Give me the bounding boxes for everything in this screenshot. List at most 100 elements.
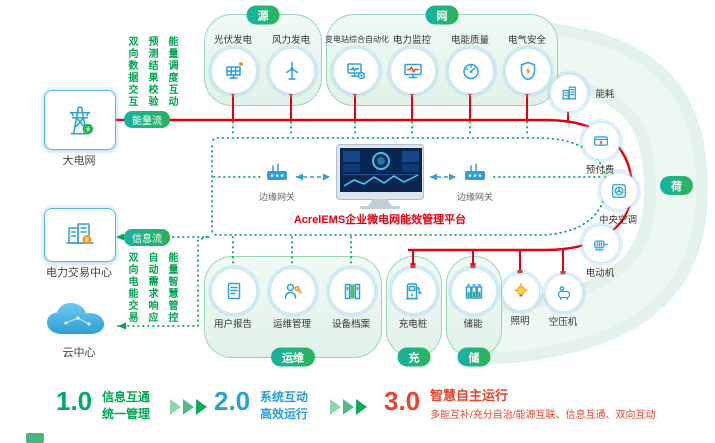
ems-dashboard-screen — [340, 148, 422, 192]
trading-center-card: ¥ — [44, 208, 116, 262]
source-badge: 源 — [246, 5, 280, 25]
note-smart-energy-control: 能量智慧管控 — [166, 252, 177, 324]
item-label: 运维管理 — [272, 319, 311, 330]
item-label: 空压机 — [548, 317, 578, 328]
chevron-icon — [196, 399, 207, 415]
wind-turbine-icon — [285, 61, 299, 80]
transmission-tower-icon — [69, 106, 94, 135]
substation-automation-icon — [347, 63, 366, 80]
note-bidirectional-trade: 双向电能交易 — [126, 252, 137, 324]
item-label: 能耗 — [595, 89, 615, 100]
item-label: 中央空调 — [598, 215, 637, 226]
cloud-center-label: 云中心 — [62, 347, 96, 359]
legend-1-line1: 信息互通 — [102, 390, 151, 404]
node-energy-storage — [451, 268, 497, 314]
chevron-icon — [170, 399, 181, 415]
power-monitoring-icon — [404, 63, 422, 79]
trading-building-icon: ¥ — [66, 223, 94, 244]
node-power-quality — [448, 48, 494, 94]
energy-storage-icon — [465, 284, 483, 299]
edge-gateway-icon — [267, 163, 287, 180]
node-substation — [333, 48, 379, 94]
node-om-management — [270, 268, 316, 314]
item-label: 储能 — [463, 319, 483, 330]
item-label: 光伏发电 — [213, 35, 252, 46]
node-solar — [211, 48, 257, 94]
decorative-corner-shape — [26, 433, 44, 443]
cloud-icon — [47, 302, 105, 334]
node-central-ac — [600, 172, 638, 210]
legend-version-3: 3.0 — [384, 386, 421, 416]
main-grid-card — [44, 90, 116, 150]
monitor-stand — [368, 199, 392, 206]
legend-3-subtitle: 多能互补/充分自治/能源互联、信息互通、双向互动 — [430, 410, 656, 421]
node-user-report — [211, 268, 257, 314]
edge-gateway-left — [264, 162, 290, 191]
item-label: 电动机 — [585, 268, 615, 279]
air-compressor-icon — [557, 286, 571, 300]
legend-1-text: 信息互通 统一管理 — [102, 389, 150, 423]
item-label: 变电站综合自动化 — [325, 35, 389, 44]
edge-gateway-left-label: 边缘网关 — [258, 192, 295, 202]
trading-center-label: 电力交易中心 — [46, 267, 112, 279]
main-grid-label: 大电网 — [62, 155, 96, 167]
node-power-monitoring — [390, 48, 436, 94]
node-lighting — [502, 273, 540, 311]
ems-monitor — [336, 144, 424, 200]
note-forecast-check: 预测结果校验 — [146, 36, 157, 108]
lighting-icon — [514, 283, 528, 297]
legend-2-text: 系统互动 高效运行 — [260, 389, 308, 423]
node-prepaid: ¥ — [582, 122, 620, 160]
note-dispatch-interaction: 能量调度互动 — [166, 36, 177, 108]
item-label: 用户报告 — [213, 319, 252, 330]
user-report-icon — [227, 282, 241, 300]
legend-version-1: 1.0 — [56, 386, 93, 416]
charge-badge: 充 — [397, 347, 431, 367]
solar-panel-icon — [226, 62, 243, 79]
legend-arrow-2 — [330, 399, 369, 415]
legend-version-2: 2.0 — [214, 386, 251, 416]
chevron-icon — [356, 399, 367, 415]
prepaid-metering-icon: ¥ — [594, 136, 608, 146]
load-badge: 荷 — [660, 176, 693, 195]
energy-flow-badge: 能量流 — [124, 111, 170, 128]
item-label: 预付费 — [585, 165, 615, 176]
network-badge: 网 — [425, 5, 459, 25]
note-data-exchange: 双向数据交互 — [126, 36, 137, 108]
edge-gateway-right-label: 边缘网关 — [456, 192, 493, 202]
item-label: 设备档案 — [331, 319, 370, 330]
energy-interaction-notes: 双向数据交互 预测结果校验 能量调度互动 — [124, 36, 179, 108]
central-ac-icon — [612, 184, 626, 198]
chevron-icon — [343, 399, 354, 415]
electrical-safety-icon — [520, 61, 536, 81]
item-label: 电力监控 — [392, 35, 431, 46]
item-label: 充电桩 — [398, 319, 428, 330]
item-label: 照明 — [510, 316, 530, 327]
platform-title: AcrelEMS企业微电网能效管理平台 — [293, 214, 467, 226]
om-badge: 运维 — [271, 347, 315, 367]
node-electrical-safety — [505, 48, 551, 94]
om-management-icon — [284, 283, 302, 299]
item-label: 电能质量 — [450, 35, 489, 46]
legend-arrow-1 — [170, 399, 209, 415]
legend-2-line2: 高效运行 — [260, 407, 309, 421]
node-energy-consumption — [550, 74, 588, 112]
legend-3-title: 智慧自主运行 — [430, 388, 509, 403]
item-label: 风力发电 — [271, 35, 310, 46]
chevron-icon — [330, 399, 341, 415]
info-flow-badge: 信息流 — [124, 229, 170, 246]
node-wind — [269, 48, 315, 94]
energy-consumption-icon — [561, 86, 577, 100]
charging-pile-icon — [405, 283, 422, 300]
edge-gateway-icon — [465, 163, 485, 180]
electric-motor-icon — [594, 240, 608, 251]
node-equipment-archive — [329, 268, 375, 314]
edge-gateway-right — [462, 162, 488, 191]
svg-text:¥: ¥ — [85, 237, 89, 244]
node-motor — [582, 225, 620, 263]
node-charging-pile — [391, 268, 437, 314]
power-quality-icon — [463, 63, 479, 80]
storage-badge: 储 — [457, 347, 491, 367]
cloud-center-graphic — [40, 296, 118, 347]
